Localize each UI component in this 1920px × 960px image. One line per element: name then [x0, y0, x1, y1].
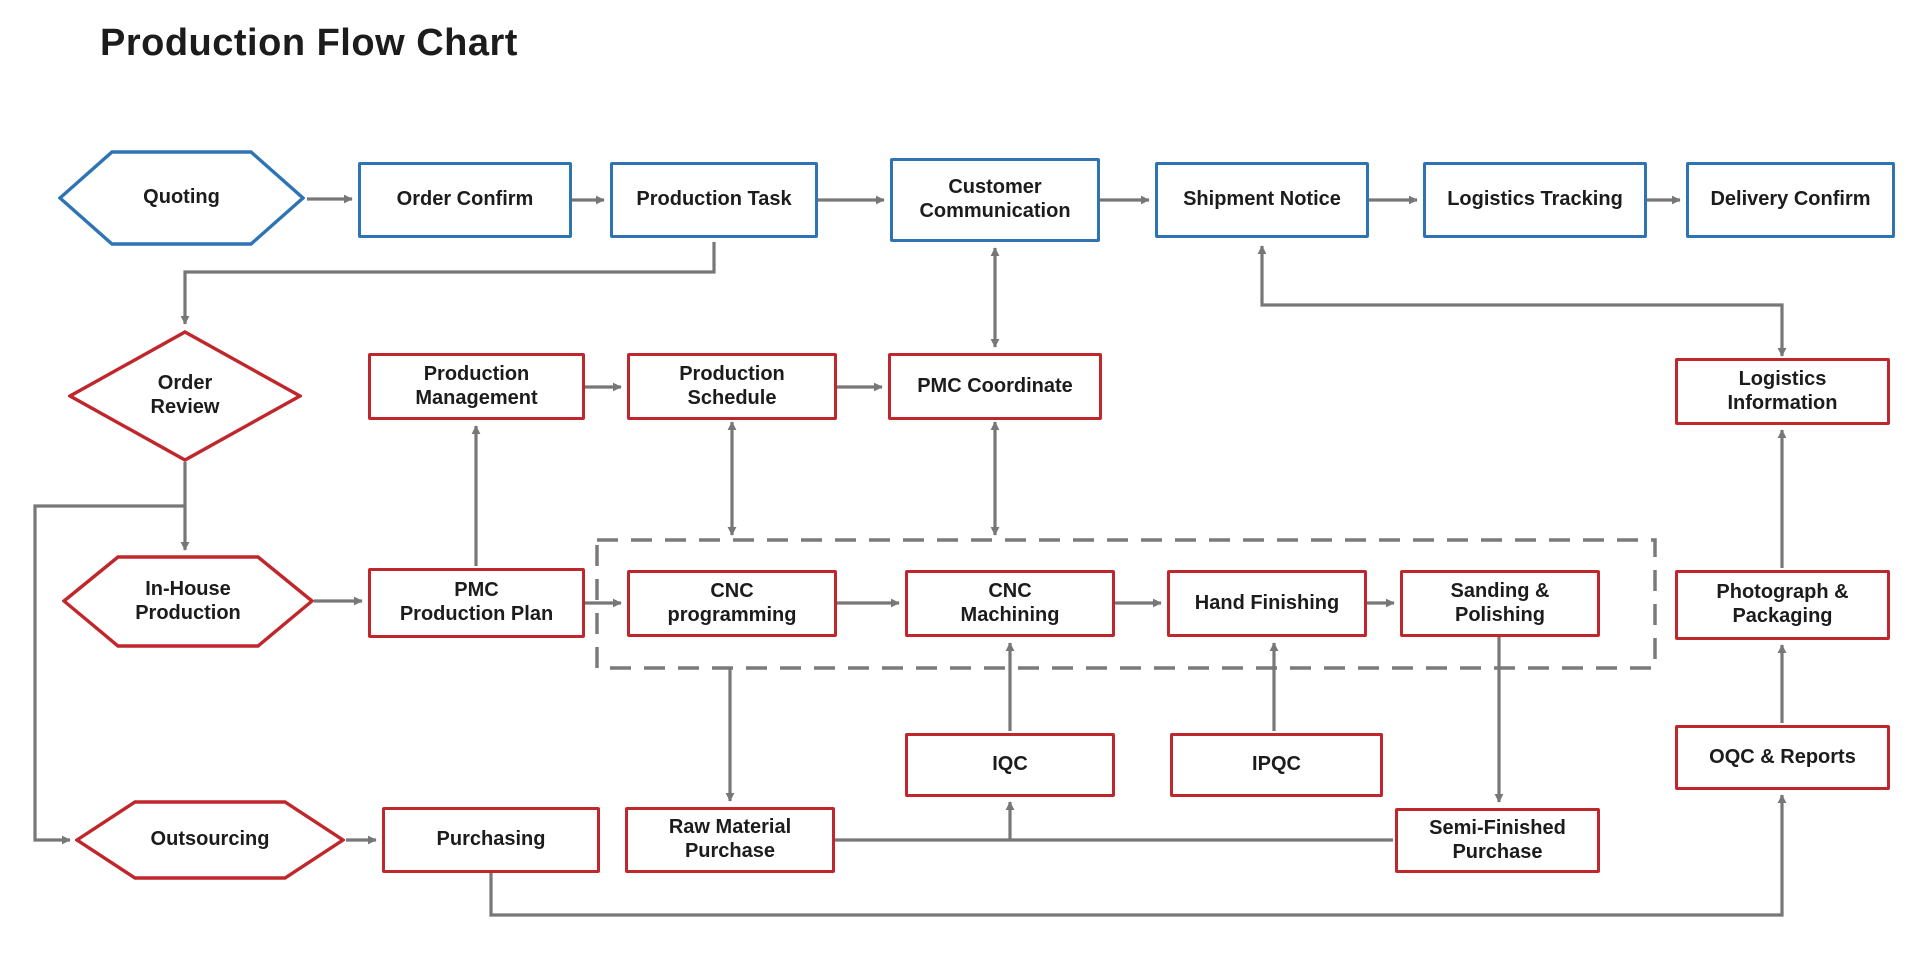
node-raw-material-purchase: Raw Material Purchase [625, 807, 835, 873]
node-label: Semi-Finished Purchase [1429, 816, 1566, 863]
hexagon-shape [62, 555, 314, 648]
node-label: Production Schedule [679, 362, 785, 409]
node-label: PMC Coordinate [917, 374, 1073, 397]
node-label: Outsourcing [150, 828, 270, 851]
edge-purchasing-to-oqc-reports [489, 794, 1787, 917]
node-label: Quoting [143, 186, 220, 209]
node-production-management: Production Management [368, 353, 585, 420]
node-order-confirm: Order Confirm [358, 162, 572, 238]
edge-logistics-information-shipment-notice [1257, 245, 1787, 357]
diamond-shape [68, 330, 302, 462]
node-order-review: Order Review [68, 330, 302, 462]
node-label: IQC [992, 753, 1028, 776]
node-label: Sanding & Polishing [1450, 579, 1550, 626]
node-label: Purchasing [436, 828, 546, 851]
node-label: In-House Production [135, 577, 241, 624]
node-label: Raw Material Purchase [668, 816, 792, 862]
node-label: CNC programming [667, 579, 797, 626]
node-customer-communication: Customer Communication [890, 158, 1100, 242]
node-label: Production Management [415, 362, 538, 409]
node-ipqc: IPQC [1170, 733, 1383, 797]
node-label: PMC Production Plan [399, 579, 554, 625]
node-label: Hand Finishing [1194, 591, 1340, 614]
node-label: Order Review [150, 372, 220, 418]
node-delivery-confirm: Delivery Confirm [1686, 162, 1895, 238]
node-oqc-reports: OQC & Reports [1675, 725, 1890, 790]
hexagon-shape [75, 800, 345, 880]
node-label: IPQC [1252, 753, 1301, 776]
node-label: Delivery Confirm [1710, 188, 1871, 211]
node-in-house-production: In-House Production [62, 555, 314, 648]
node-photograph-packaging: Photograph & Packaging [1675, 570, 1890, 640]
node-hand-finishing: Hand Finishing [1167, 570, 1367, 637]
edge-production-task-to-order-review [180, 242, 716, 325]
node-label: Photograph & Packaging [1716, 581, 1849, 627]
node-pmc-production-plan: PMC Production Plan [368, 568, 585, 638]
node-label: Logistics Information [1727, 367, 1838, 414]
node-semi-finished-purchase: Semi-Finished Purchase [1395, 808, 1600, 873]
edge-order-review-to-outsourcing [33, 504, 185, 845]
page-title: Production Flow Chart [100, 22, 518, 64]
node-quoting: Quoting [58, 150, 305, 246]
node-sanding-polishing: Sanding & Polishing [1400, 570, 1600, 637]
node-logistics-tracking: Logistics Tracking [1423, 162, 1647, 238]
production-process-dashed-box [595, 538, 1657, 670]
node-shipment-notice: Shipment Notice [1155, 162, 1369, 238]
node-cnc-programming: CNC programming [627, 570, 837, 637]
node-label: OQC & Reports [1709, 745, 1856, 768]
node-label: Logistics Tracking [1447, 188, 1623, 211]
node-outsourcing: Outsourcing [75, 800, 345, 880]
node-purchasing: Purchasing [382, 807, 600, 873]
node-production-schedule: Production Schedule [627, 353, 837, 420]
node-cnc-machining: CNC Machining [905, 570, 1115, 637]
node-label: Customer Communication [919, 176, 1071, 222]
node-label: Shipment Notice [1183, 188, 1341, 211]
node-iqc: IQC [905, 733, 1115, 797]
hexagon-shape [58, 150, 305, 246]
node-pmc-coordinate: PMC Coordinate [888, 353, 1102, 420]
node-label: Order Confirm [396, 188, 534, 211]
node-label: CNC Machining [960, 579, 1060, 626]
node-production-task: Production Task [610, 162, 818, 238]
node-logistics-information: Logistics Information [1675, 358, 1890, 425]
node-label: Production Task [636, 188, 792, 211]
